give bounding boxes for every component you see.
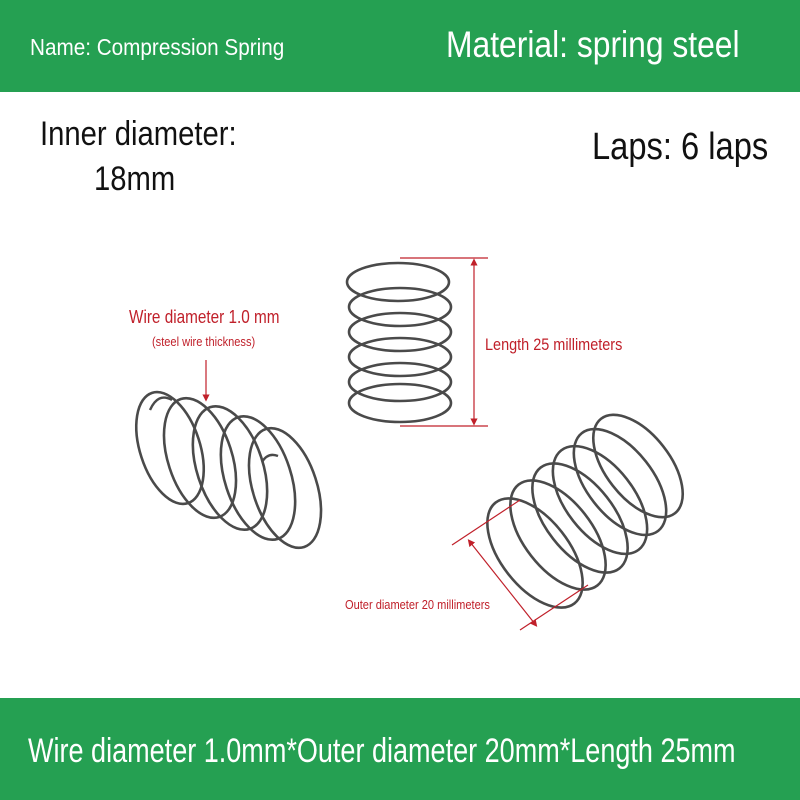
inner-diameter-value: 18mm <box>93 160 176 198</box>
footer-bar <box>0 698 800 800</box>
outer-diameter-dimension <box>451 499 589 631</box>
outer-diameter-annotation: Outer diameter 20 millimeters <box>345 597 490 612</box>
product-name: Name: Compression Spring <box>30 34 285 60</box>
spec-summary: Wire diameter 1.0mm*Outer diameter 20mm*… <box>28 732 736 770</box>
laps-label: Laps: 6 laps <box>592 126 769 168</box>
wire-diameter-annotation: Wire diameter 1.0 mm <box>129 307 280 327</box>
wire-thickness-note: (steel wire thickness) <box>152 334 256 349</box>
length-annotation: Length 25 millimeters <box>485 335 623 354</box>
inner-diameter-title: Inner diameter: <box>40 115 237 153</box>
right-spring-image <box>486 413 685 609</box>
length-dimension <box>400 257 488 427</box>
material-label: Material: spring steel <box>446 24 740 65</box>
inner-diameter-label: Inner diameter: 18mm <box>40 112 237 202</box>
middle-spring-image <box>345 261 453 424</box>
header-bar <box>0 0 800 92</box>
left-spring-image <box>135 390 323 550</box>
